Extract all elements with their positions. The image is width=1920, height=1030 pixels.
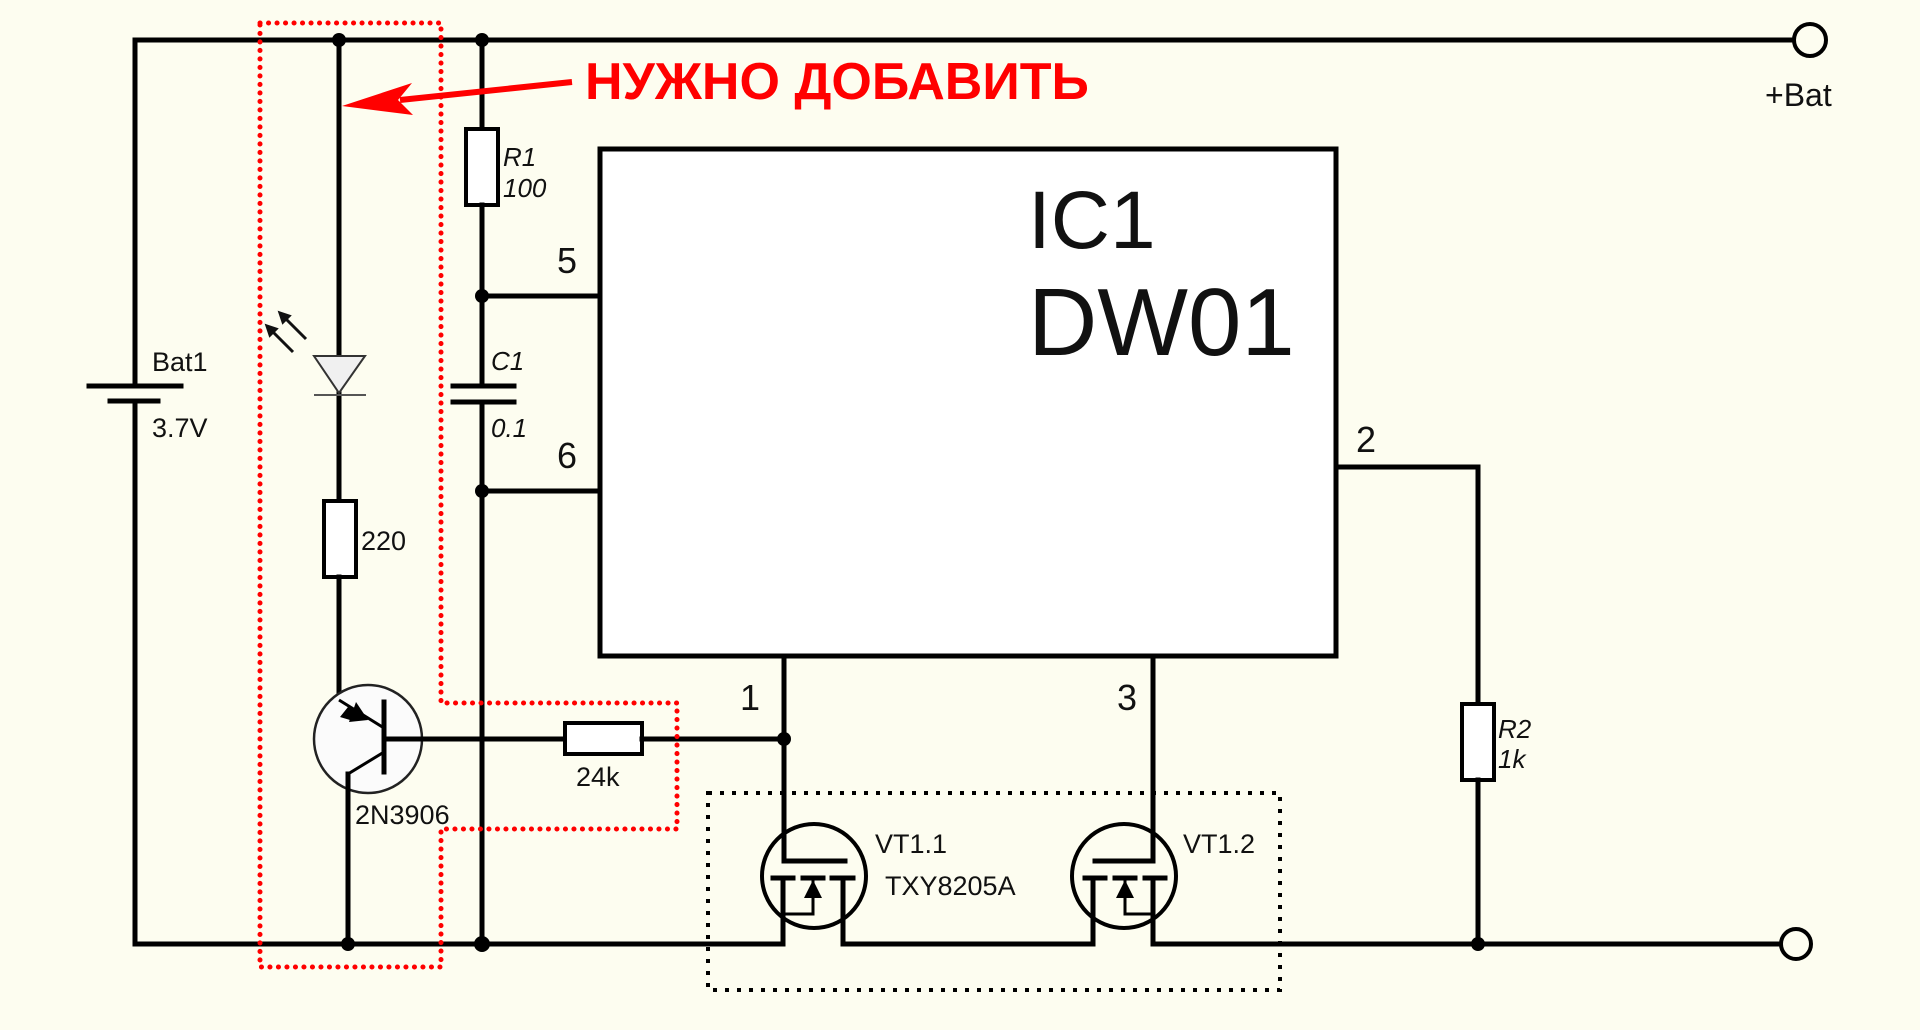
mosfet-vt1-2: VT1.2 [1070,822,1255,930]
r2-ref: R2 [1498,714,1532,744]
bottom-rail-wire-left [132,398,786,947]
negative-terminal[interactable] [1779,927,1813,961]
r1-ref: R1 [503,142,536,172]
resistor-r2 [1460,702,1496,782]
ic-part: DW01 [1028,269,1295,376]
annotation-arrow-icon [342,79,573,115]
c1-ref: C1 [491,346,524,376]
r1-value: 100 [503,173,547,203]
pin-1-label: 1 [740,677,760,718]
led-resistor-value: 220 [361,526,406,556]
battery-bat1: Bat1 3.7V [86,347,208,443]
positive-terminal[interactable] [1792,22,1828,58]
resistor-r1 [464,127,500,207]
r2-value: 1k [1498,744,1527,774]
base-resistor-value: 24k [576,762,620,792]
bottom-rail-wire-mid [840,875,1096,947]
c1-value: 0.1 [491,413,527,443]
positive-terminal-label: +Bat [1765,77,1832,113]
vt1-label: VT1.1 [875,829,947,859]
added-section-outline [257,20,680,970]
vt2-label: VT1.2 [1183,829,1255,859]
transistor-2n3906: 2N3906 [312,683,450,951]
base-resistor-24k [563,721,644,756]
pin-5-label: 5 [557,240,577,281]
led-icon [312,355,367,395]
light-emission-arrows [264,310,308,354]
ic1-dw01: IC1 DW01 5 6 1 3 2 [557,146,1376,718]
pin-3-label: 3 [1117,677,1137,718]
ic-ref: IC1 [1028,175,1156,266]
r1-c1-column: R1 100 C1 0.1 [450,33,603,952]
battery-ref: Bat1 [152,347,208,377]
mosfet-part-label: TXY8205A [885,871,1016,901]
battery-value: 3.7V [152,413,208,443]
top-rail-wire [132,37,1797,389]
pin-2-label: 2 [1356,419,1376,460]
transistor-part: 2N3906 [355,800,450,830]
led-branch: 220 [264,33,406,703]
bottom-rail-wire-right [1150,875,1783,947]
annotation-text: НУЖНО ДОБАВИТЬ [585,53,1089,111]
pin-6-label: 6 [557,435,577,476]
pin2-wire [1335,464,1481,707]
led-resistor-220 [322,499,358,579]
mosfet-vt1-1: VT1.1 TXY8205A [760,822,1016,930]
